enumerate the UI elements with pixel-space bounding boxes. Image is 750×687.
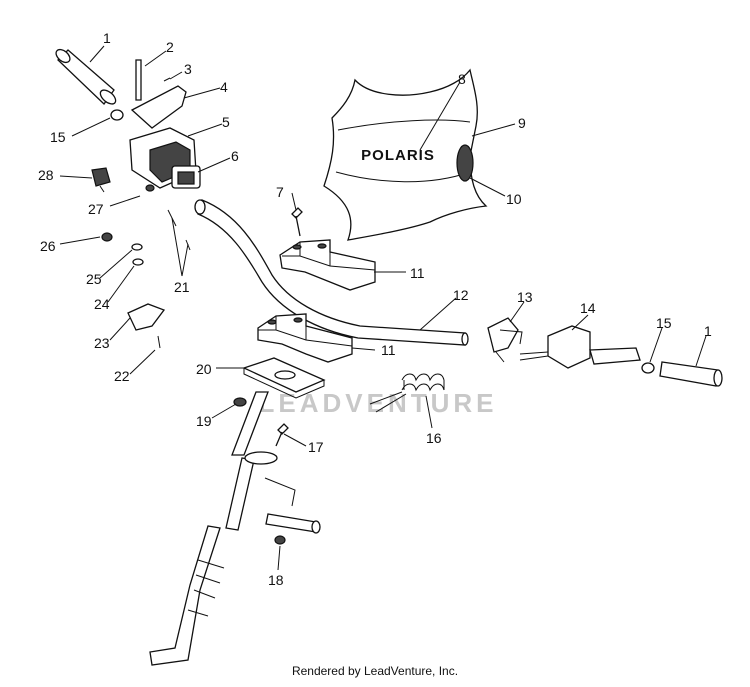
callout-25: 25 (86, 271, 102, 287)
brand-logo: POLARIS (361, 147, 435, 164)
bolt-17 (275, 423, 289, 447)
callout-11-lower: 11 (381, 342, 396, 358)
callout-24: 24 (94, 296, 110, 312)
handlebar (194, 199, 469, 346)
callout-3: 3 (184, 61, 192, 77)
callout-18: 18 (268, 572, 284, 588)
left-grip (55, 48, 117, 105)
nut-26 (101, 232, 113, 242)
callouts: 1 2 3 4 5 6 7 8 9 10 11 12 13 14 15 16 1… (38, 30, 712, 588)
plug-15-right (641, 362, 655, 374)
callout-27: 27 (88, 201, 104, 217)
pin-2 (135, 59, 142, 101)
throttle-cable-coil (369, 373, 445, 413)
callout-11-upper: 11 (410, 265, 425, 281)
watermark: LEADVENTURE (258, 388, 497, 418)
callout-22: 22 (114, 368, 130, 384)
callout-12: 12 (453, 287, 469, 303)
handlebar-pad: POLARIS (323, 68, 488, 241)
callout-28: 28 (38, 167, 54, 183)
clamp-upper (279, 239, 376, 291)
callout-6: 6 (231, 148, 239, 164)
bolt-7 (291, 207, 303, 237)
nut-19 (233, 397, 247, 407)
callout-15-right: 15 (656, 315, 672, 331)
kill-switch (91, 167, 111, 193)
washer-27 (145, 184, 155, 192)
cover-plate (127, 303, 166, 331)
clip-3 (163, 77, 171, 82)
callout-16: 16 (426, 430, 442, 446)
callout-10: 10 (506, 191, 522, 207)
steering-post (149, 391, 278, 666)
callout-5: 5 (222, 114, 230, 130)
callout-17: 17 (308, 439, 324, 455)
callout-21: 21 (174, 279, 190, 295)
steering-bracket (242, 357, 326, 399)
callout-1: 1 (103, 30, 111, 46)
render-credit: Rendered by LeadVenture, Inc. (291, 664, 459, 678)
pin-sleeve-18 (264, 477, 321, 545)
callout-7: 7 (276, 184, 284, 200)
callout-20: 20 (196, 361, 212, 377)
callout-4: 4 (220, 79, 228, 95)
callout-2: 2 (166, 39, 174, 55)
callout-9: 9 (518, 115, 526, 131)
callout-26: 26 (40, 238, 56, 254)
callout-19: 19 (196, 413, 212, 429)
callout-8: 8 (458, 71, 466, 87)
plug-15-left (110, 109, 124, 121)
clamp-lower (257, 313, 353, 363)
washer-25 (131, 243, 143, 251)
callout-23: 23 (94, 335, 110, 351)
callout-1-right: 1 (704, 323, 712, 339)
screw-22 (157, 335, 161, 349)
washer-24 (132, 258, 144, 266)
master-cylinder (519, 325, 641, 369)
callout-13: 13 (517, 289, 533, 305)
callout-15-left: 15 (50, 129, 66, 145)
throttle-housing (129, 85, 201, 189)
callout-14: 14 (580, 300, 596, 316)
leader-lines (59, 45, 707, 571)
right-grip (659, 361, 723, 387)
brake-lever (487, 317, 523, 363)
